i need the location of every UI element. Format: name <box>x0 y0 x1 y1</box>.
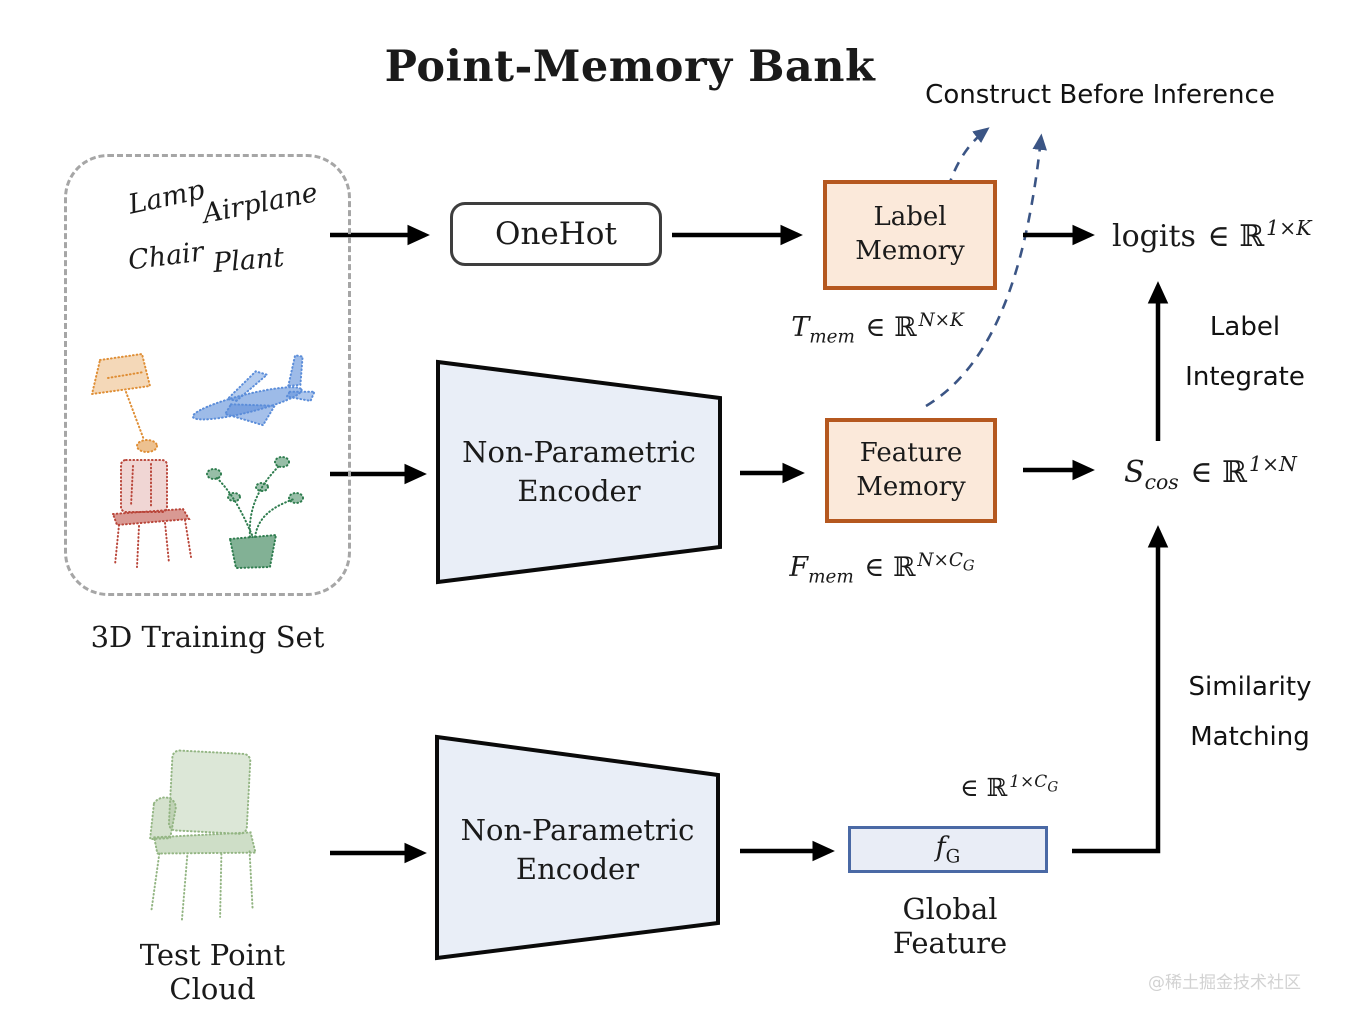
lamp-pointcloud-icon <box>90 352 158 453</box>
similarity-matching-line2: Matching <box>1190 722 1310 752</box>
arrow-globalfeature-to-scos <box>1072 525 1169 854</box>
airplane-pointcloud-icon <box>191 354 316 427</box>
label-integrate-line1: Label <box>1209 312 1281 342</box>
label-integrate-line2: Integrate <box>1185 362 1305 392</box>
scos-formula: Scos ∈ ℝ1×N <box>1124 452 1297 494</box>
test-chair-pointcloud-icon <box>148 749 257 922</box>
class-label-plant: Plant <box>211 241 286 280</box>
construct-before-inference-label: Construct Before Inference <box>925 80 1275 110</box>
chair-pointcloud-icon <box>111 459 192 568</box>
label-memory-line2: Memory <box>855 236 965 266</box>
logits-formula: logits ∈ ℝ1×K <box>1112 216 1312 254</box>
test-cloud-caption: Test Point Cloud <box>139 938 286 1006</box>
feature-memory-line2: Memory <box>856 471 966 502</box>
page-title: Point-Memory Bank <box>384 42 876 92</box>
plant-pointcloud-icon <box>206 456 304 570</box>
encoder-bottom-label: Non-Parametric Encoder <box>460 812 695 886</box>
feature-memory-line1: Feature <box>859 437 963 468</box>
encoder-top-label: Non-Parametric Encoder <box>462 434 696 508</box>
global-feature-caption: Global Feature <box>892 892 1008 960</box>
label-memory-box: Label Memory <box>823 180 997 290</box>
training-set-caption: 3D Training Set <box>90 620 325 654</box>
onehot-box: OneHot <box>450 202 662 266</box>
training-set-box <box>64 154 351 596</box>
global-feature-box: fG <box>848 826 1048 873</box>
label-memory-line1: Label <box>873 202 947 233</box>
onehot-label: OneHot <box>495 216 617 252</box>
watermark: @稀土掘金技术社区 <box>1148 973 1301 993</box>
feature-memory-box: Feature Memory <box>825 418 997 523</box>
similarity-matching-line1: Similarity <box>1188 672 1312 702</box>
